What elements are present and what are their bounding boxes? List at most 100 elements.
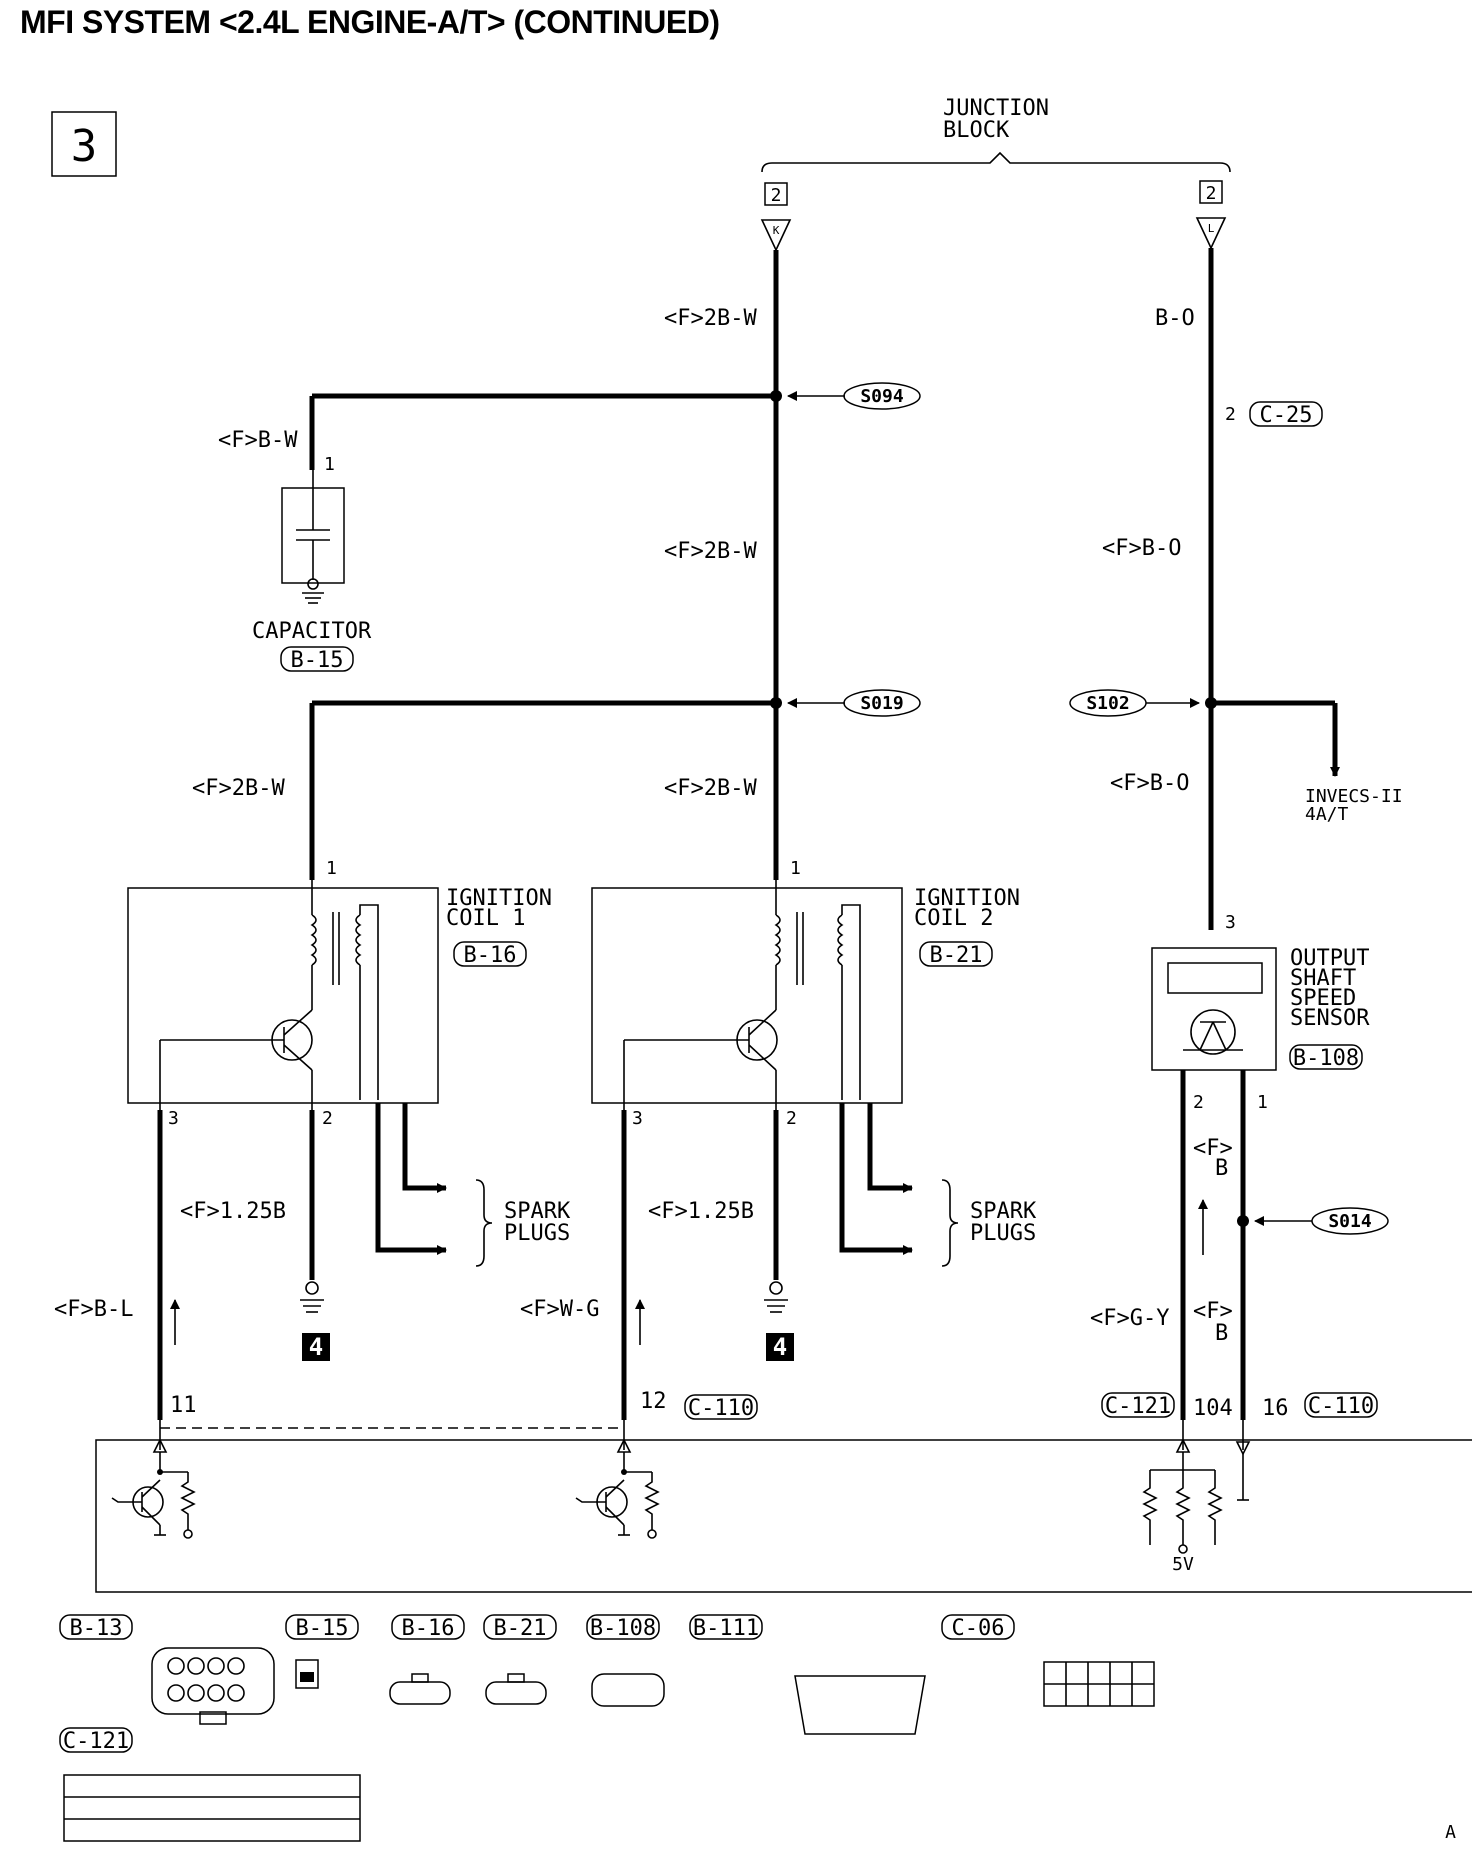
svg-text:2: 2 [786,1108,797,1129]
output-shaft-speed-sensor: 3 OUTPUT SHAFT SPEED SENSOR B-108 2 1 <F… [1090,912,1370,1420]
svg-text:<F>2B-W: <F>2B-W [664,539,757,564]
svg-text:5V: 5V [1172,1554,1194,1575]
splice-s102: S102 [1069,689,1200,717]
svg-text:2: 2 [771,185,782,206]
svg-text:S014: S014 [1328,1211,1372,1232]
svg-text:C-06: C-06 [952,1616,1005,1641]
svg-text:INVECS-II: INVECS-II [1305,786,1403,807]
svg-text:B-15: B-15 [291,648,344,673]
ground-2: 4 [764,1281,794,1361]
svg-text:B: B [1215,1156,1228,1181]
svg-text:SPEED: SPEED [1290,986,1356,1011]
svg-text:B-111: B-111 [693,1616,759,1641]
svg-text:1: 1 [326,858,337,879]
svg-text:4A/T: 4A/T [1305,804,1349,825]
svg-text:B: B [1215,1321,1228,1346]
svg-text:B-O: B-O [1155,306,1195,331]
svg-text:OUTPUT: OUTPUT [1290,946,1369,971]
svg-text:<F>B-L: <F>B-L [54,1297,133,1322]
svg-text:4: 4 [773,1333,787,1361]
spark-plugs-2: SPARK PLUGS [941,1179,1037,1267]
svg-text:<F>: <F> [1193,1299,1233,1324]
svg-text:2: 2 [1206,183,1217,204]
svg-text:3: 3 [1225,912,1236,933]
splice-s094: S094 [787,382,921,410]
svg-text:<F>B-O: <F>B-O [1102,536,1181,561]
svg-text:2: 2 [322,1108,333,1129]
svg-text:K: K [773,224,780,237]
svg-text:IGNITION: IGNITION [446,886,552,911]
svg-text:4: 4 [309,1333,323,1361]
svg-text:B-21: B-21 [930,943,983,968]
svg-text:C-121: C-121 [1105,1394,1171,1419]
svg-text:SHAFT: SHAFT [1290,966,1356,991]
svg-text:SPARK: SPARK [970,1199,1037,1224]
svg-text:<F>B-O: <F>B-O [1110,771,1189,796]
svg-text:PLUGS: PLUGS [970,1221,1036,1246]
svg-text:B-16: B-16 [402,1616,455,1641]
svg-text:3: 3 [632,1108,643,1129]
capacitor: 1 CAPACITOR B-15 [252,454,372,673]
svg-text:SPARK: SPARK [504,1199,571,1224]
ignition-coil-1: 1 IGNITION COIL 1 B-16 3 2 [127,858,552,1129]
svg-text:B-13: B-13 [70,1616,123,1641]
svg-text:SENSOR: SENSOR [1290,1006,1370,1031]
svg-text:S019: S019 [860,693,903,714]
svg-text:B-21: B-21 [494,1616,547,1641]
svg-text:B-108: B-108 [1293,1046,1359,1071]
svg-text:S094: S094 [860,386,904,407]
connector-views: B-13 B-15 B-16 B-21 B-108 B-111 C-06 C-1… [59,1614,1155,1842]
svg-text:<F>2B-W: <F>2B-W [192,776,285,801]
svg-text:<F>: <F> [1193,1136,1233,1161]
svg-text:B-15: B-15 [296,1616,349,1641]
ecu-pin-labels: 11 12 C-110 C-121 104 16 C-110 [160,1389,1378,1429]
ground-1: 4 [300,1281,330,1361]
ignition-coil-2: 1 IGNITION COIL 2 B-21 3 2 [591,858,1020,1129]
svg-text:2: 2 [1225,404,1236,425]
wire-l: B-O 2 C-25 <F>B-O <F>B-O INVECS-II 4A/T [1102,248,1403,930]
svg-text:<F>W-G: <F>W-G [520,1297,599,1322]
svg-text:B-16: B-16 [464,943,517,968]
svg-text:<F>1.25B: <F>1.25B [648,1199,754,1224]
splice-s014: S014 [1254,1207,1389,1235]
svg-text:IGNITION: IGNITION [914,886,1020,911]
svg-text:CAPACITOR: CAPACITOR [252,619,372,644]
svg-text:1: 1 [1257,1092,1268,1113]
svg-text:JUNCTION: JUNCTION [943,96,1049,121]
svg-text:11: 11 [170,1393,197,1418]
page-title: MFI SYSTEM <2.4L ENGINE-A/T> (CONTINUED) [20,4,720,40]
svg-text:<F>1.25B: <F>1.25B [180,1199,286,1224]
svg-text:1: 1 [324,454,335,475]
svg-text:2: 2 [1193,1092,1204,1113]
svg-text:3: 3 [168,1108,179,1129]
wire-k: <F>2B-W <F>2B-W <F>2B-W <F>B-W <F>2B-W [192,250,782,880]
svg-text:BLOCK: BLOCK [943,118,1010,143]
svg-text:<F>2B-W: <F>2B-W [664,306,757,331]
svg-text:C-110: C-110 [1308,1394,1374,1419]
ecu-module: 5V [95,1420,1472,1593]
svg-text:16: 16 [1262,1396,1289,1421]
svg-text:1: 1 [790,858,801,879]
svg-text:12: 12 [640,1389,667,1414]
junction-block: JUNCTION BLOCK 2 K 2 L [760,96,1231,252]
corner-mark: A [1445,1822,1456,1843]
svg-text:COIL 2: COIL 2 [914,906,993,931]
svg-text:S102: S102 [1086,693,1129,714]
svg-text:C-121: C-121 [63,1729,129,1754]
splice-s019: S019 [787,689,921,717]
svg-text:B-108: B-108 [590,1616,656,1641]
svg-text:<F>B-W: <F>B-W [218,428,298,453]
svg-text:PLUGS: PLUGS [504,1221,570,1246]
svg-text:C-110: C-110 [688,1396,754,1421]
spark-plugs-1: SPARK PLUGS [475,1179,571,1267]
svg-text:L: L [1208,222,1215,235]
svg-text:COIL 1: COIL 1 [446,906,525,931]
svg-text:104: 104 [1193,1396,1233,1421]
svg-text:<F>2B-W: <F>2B-W [664,776,757,801]
page-marker: 3 [51,111,117,177]
svg-text:3: 3 [71,121,98,172]
svg-text:<F>G-Y: <F>G-Y [1090,1306,1169,1331]
svg-text:C-25: C-25 [1260,403,1313,428]
coil-output-wires: <F>1.25B <F>1.25B <F>B-L <F>W-G [54,1103,913,1420]
